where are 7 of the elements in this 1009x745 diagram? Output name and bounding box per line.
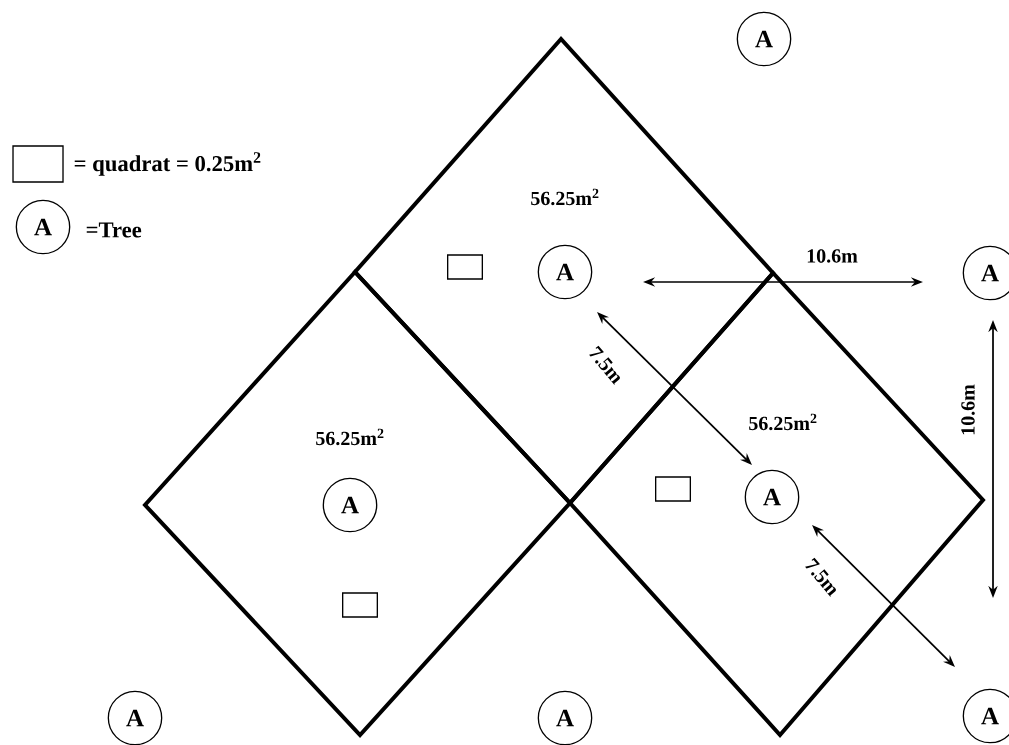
legend-text: =Tree (86, 222, 142, 238)
quadrat-square (342, 592, 378, 618)
dimension-label: 10.6m (807, 249, 858, 263)
legend-text: = quadrat = 0.25m$^{2}$ (74, 152, 261, 176)
quadrat-square (447, 254, 483, 280)
quadrat-square (655, 476, 691, 502)
dimension-label: 10.6m (961, 384, 975, 435)
